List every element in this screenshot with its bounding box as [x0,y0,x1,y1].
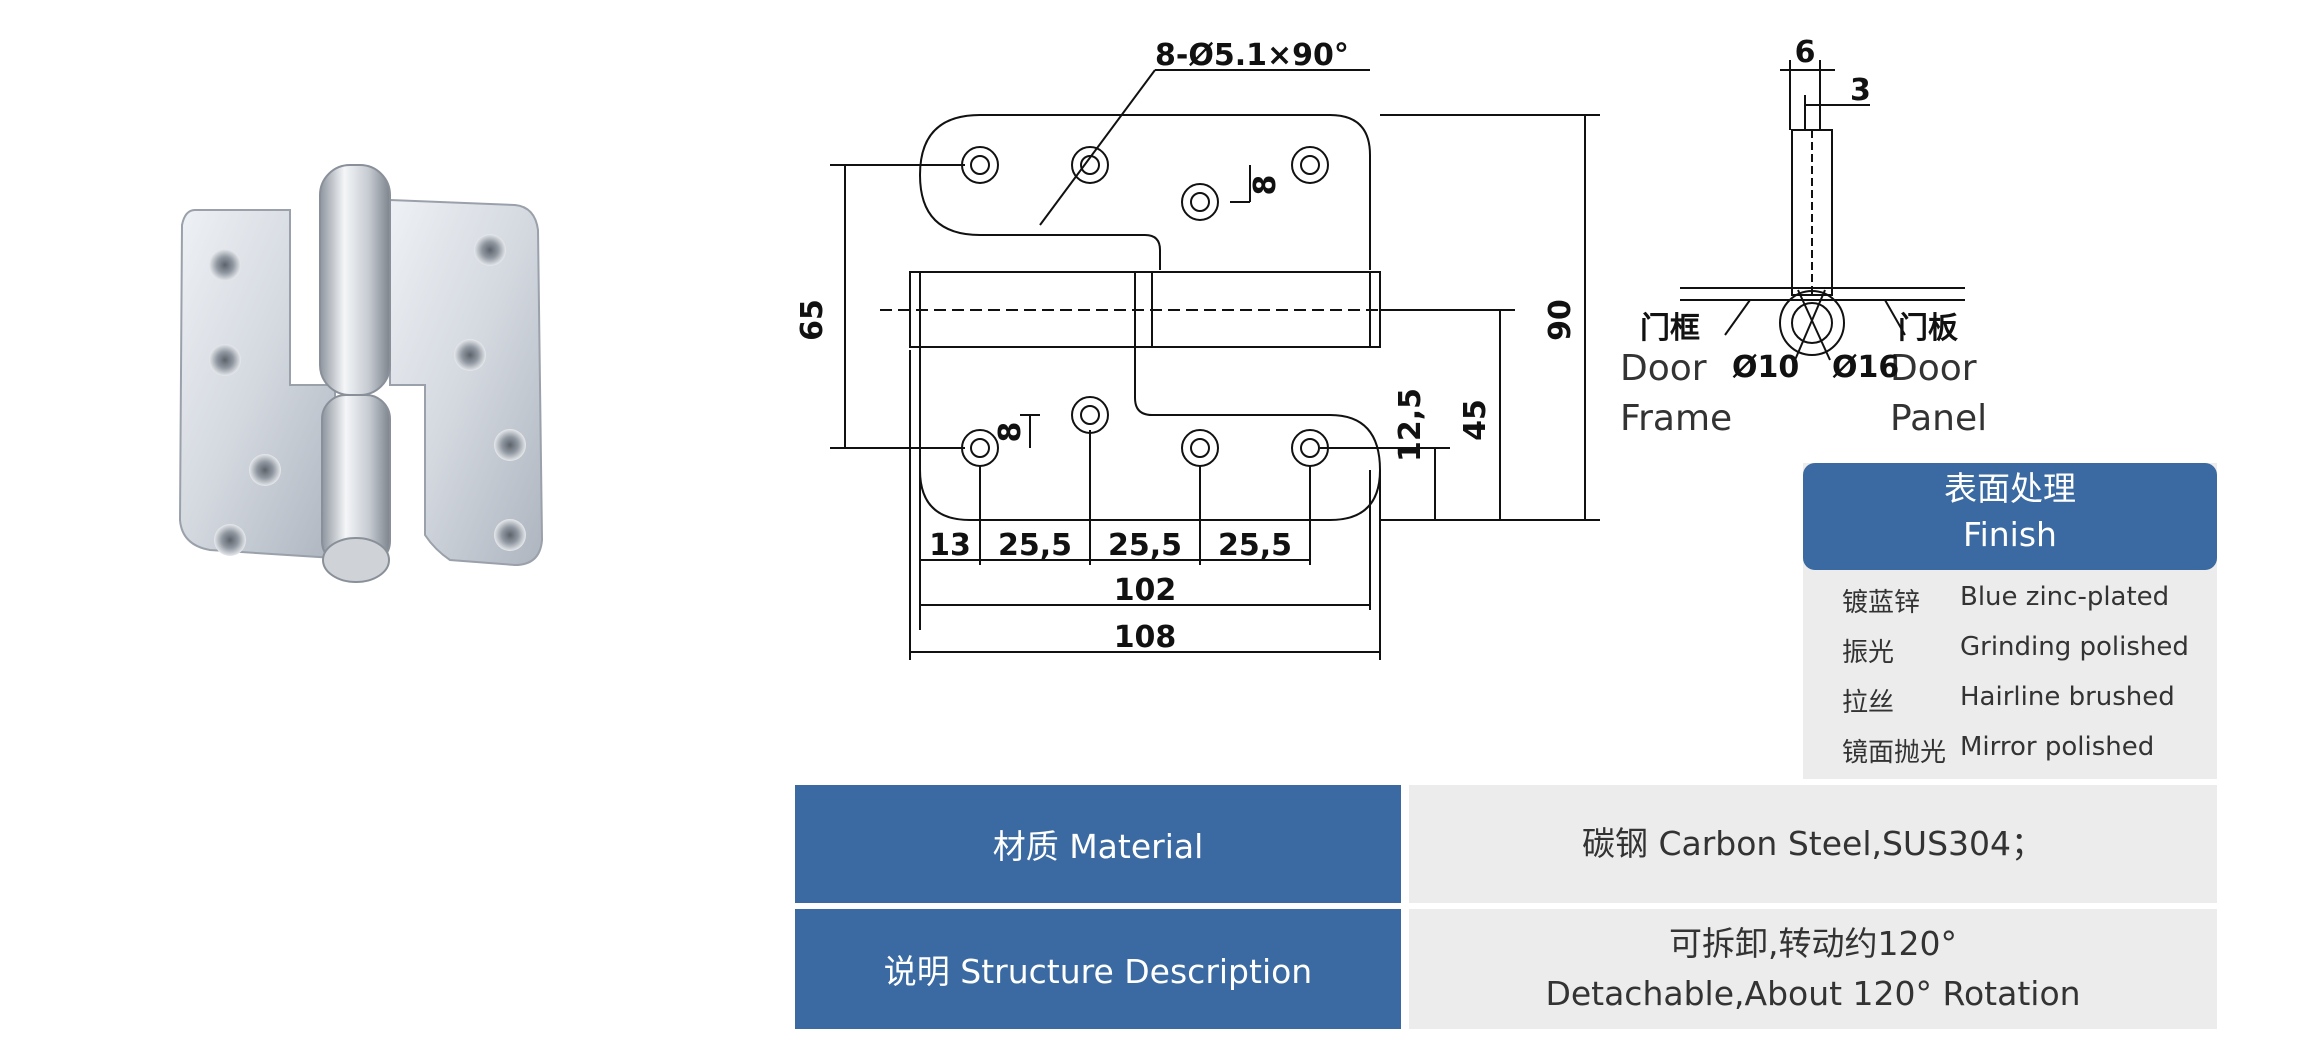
dim-8-top-label: 8 [1248,175,1283,196]
width-102-label: 102 [1114,573,1177,608]
finish-row-cn: 拉丝 [1842,688,1895,718]
dim-8-bottom-label: 8 [993,422,1028,443]
material-value: 碳钢 Carbon Steel,SUS304； [1581,824,2045,863]
structure-value-line2: Detachable,About 120° Rotation [1545,974,2081,1013]
dim-65-label: 65 [795,299,830,341]
front-view-drawing: 8-Ø5.1×90° 65 90 45 12,5 8 8 13 25,5 25,… [795,38,1600,660]
width-108-label: 108 [1114,620,1177,655]
dia-16-label: Ø16 [1832,350,1899,385]
hole-spec-label: 8-Ø5.1×90° [1155,38,1349,73]
door-frame-cn-label: 门框 [1640,311,1700,346]
spacing-25-5-b-label: 25,5 [1108,528,1182,563]
dim-45-label: 45 [1458,399,1493,441]
screw-hole-icon [209,234,526,556]
spacing-25-5-c-label: 25,5 [1218,528,1292,563]
structure-value-line1: 可拆卸,转动约120° [1669,924,1957,963]
finish-row-cn: 镀蓝锌 [1842,588,1921,618]
finish-row-en: Mirror polished [1960,732,2155,762]
material-label: 材质 Material [992,827,1204,866]
material-label-cell: 材质 Material [795,785,1401,903]
spacing-13-label: 13 [929,528,971,563]
finish-title-en: Finish [1963,515,2057,554]
finish-row-en: Blue zinc-plated [1960,582,2170,612]
side-dim-6-label: 6 [1795,35,1816,70]
door-panel-en-label-2: Panel [1890,398,1987,439]
structure-label: 说明 Structure Description [883,952,1313,991]
dim-12-5-label: 12,5 [1393,388,1428,462]
door-panel-en-label-1: Door [1890,348,1977,389]
finish-row-cn: 振光 [1842,638,1895,668]
structure-label-cell: 说明 Structure Description [795,909,1401,1029]
finish-title-cn: 表面处理 [1944,469,2076,508]
dia-10-label: Ø10 [1732,350,1799,385]
finish-row-cn: 镜面抛光 [1842,738,1947,768]
finish-row-en: Hairline brushed [1960,682,2175,712]
material-value-cell: 碳钢 Carbon Steel,SUS304； [1409,785,2217,903]
side-dim-3-label: 3 [1850,73,1871,108]
door-frame-en-label-1: Door [1620,348,1707,389]
dim-90-label: 90 [1543,299,1578,341]
door-frame-en-label-2: Frame [1620,398,1732,439]
door-panel-cn-label: 门板 [1898,311,1958,346]
finish-header: 表面处理 Finish [1803,463,2217,570]
structure-value-cell: 可拆卸,转动约120° Detachable,About 120° Rotati… [1409,909,2217,1029]
spacing-25-5-a-label: 25,5 [998,528,1072,563]
hinge-product-photo [178,164,544,583]
finish-row-en: Grinding polished [1960,632,2189,662]
side-view-drawing: 6 3 门框 Door Frame 门板 Door Panel Ø10 Ø16 [1620,35,1987,439]
